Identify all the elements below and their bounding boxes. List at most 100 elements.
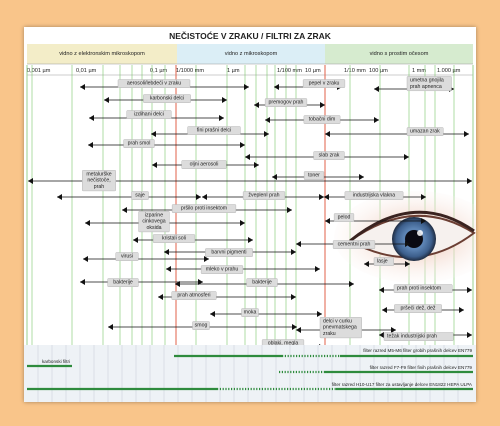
- pollutant-label: mleko v prahu: [206, 267, 239, 273]
- label-box: [264, 98, 308, 107]
- pollutant-range: pršilo proti insektom: [122, 204, 292, 213]
- pollutant-label: toner: [308, 173, 320, 179]
- label-box: [393, 284, 453, 293]
- label-box: [117, 79, 191, 88]
- label-box: [200, 265, 244, 274]
- pollutant-label: prah proti insektom: [397, 286, 441, 292]
- label-box: [373, 257, 394, 266]
- pollutant-label: bakterije: [113, 280, 133, 286]
- particle-size-diagram: NEČISTOĆE V ZRAKU / FILTRI ZA ZRAK vidno…: [24, 30, 476, 402]
- pollutant-range: aerosoli/lebdeči v zraku: [80, 79, 249, 90]
- pollutant-label: prah atmosferi: [177, 293, 210, 299]
- pollutant-range: premogov prah: [254, 98, 325, 108]
- pollutant-range: smog: [108, 321, 297, 330]
- pollutant-range: težak industrijski prah: [379, 332, 472, 341]
- filter-label: filter razred F7-F9 filter finih prašnih…: [370, 365, 473, 370]
- pollutant-label: oblaki, megla: [268, 341, 299, 347]
- pollutant-label: bakterije: [252, 280, 272, 286]
- pollutant-label: aerosoli/lebdeči v zraku: [127, 81, 181, 87]
- zone-band: [325, 44, 473, 64]
- label-box: [241, 308, 259, 317]
- label-box: [152, 234, 196, 243]
- filter-class: filter razred F7-F9 filter finih prašnih…: [279, 365, 473, 374]
- pollutant-label: tobačni dim: [309, 117, 336, 123]
- pollutant-range: karbonski delci: [104, 94, 227, 103]
- label-box: [131, 191, 149, 200]
- pollutant-label: težak industrijski prah: [387, 334, 437, 340]
- label-box: [171, 291, 217, 300]
- scale-tick-label: 100 µm: [369, 68, 388, 74]
- pollutant-range: cementni prah: [296, 240, 410, 249]
- pollutant-range: žveplenI prah: [202, 191, 324, 200]
- pollutant-range: lasje: [364, 257, 410, 267]
- scale-tick-label: 10 µm: [305, 68, 321, 74]
- scale-tick-label: 1 mm: [412, 68, 426, 74]
- pollutant-range: umazan zrak: [325, 127, 469, 137]
- pollutant-label: prah smol: [128, 141, 151, 147]
- label-box: [138, 211, 170, 233]
- pollutant-range: virusi: [83, 252, 209, 262]
- pollutant-range: prah proti insektom: [379, 284, 472, 293]
- pollutant-label: saje: [135, 193, 145, 199]
- pollutant-label: industrijska vlakna: [353, 193, 395, 199]
- diagram-card: NEČISTOĆE V ZRAKU / FILTRI ZA ZRAK vidno…: [24, 27, 476, 402]
- pollutant-range: barvni pigmenti: [164, 248, 296, 257]
- label-box: [181, 160, 227, 169]
- label-box: [82, 170, 116, 192]
- filter-class: filter razred H10-U17 filter za ustavlja…: [27, 382, 473, 391]
- label-box: [242, 191, 286, 200]
- pollutant-range: saje: [57, 191, 201, 200]
- label-box: [406, 76, 452, 92]
- label-box: [406, 127, 444, 136]
- scale-tick-label: 1/1000 mm: [176, 68, 204, 74]
- pollutant-range: pršeči dež, dež: [382, 304, 464, 313]
- filter-label: filter razred H10-U17 filter za ustavlja…: [332, 382, 473, 387]
- pollutant-range: prah smol: [88, 139, 245, 148]
- pollutant-label: umazan zrak: [410, 129, 440, 135]
- pollutant-range: pelod: [325, 213, 426, 224]
- pollutant-label: premogov prah: [269, 100, 304, 106]
- label-box: [246, 278, 278, 287]
- scale-tick-label: 1 µm: [227, 68, 240, 74]
- zone-band: [27, 44, 177, 64]
- eye-picture: [334, 191, 476, 283]
- zone-band: [177, 44, 325, 64]
- pollutant-label: karbonski delci: [150, 96, 184, 102]
- label-box: [302, 79, 346, 88]
- label-box: [143, 94, 191, 103]
- pollutant-label: kristali soli: [162, 236, 186, 242]
- label-box: [333, 213, 355, 222]
- filter-band: [24, 345, 476, 402]
- pollutant-label: virusi: [121, 254, 133, 260]
- pollutant-label: izdihani delci: [134, 112, 164, 118]
- pollutant-range: kristali soli: [133, 234, 253, 243]
- scale-tick-label: 0,001 µm: [27, 68, 51, 74]
- label-box: [107, 278, 139, 287]
- scale-tick-label: 0,01 µm: [76, 68, 97, 74]
- pollutant-range: bakterije: [80, 278, 203, 287]
- pollutant-label: fini prašni delci: [197, 128, 231, 134]
- pollutant-range: mleko v prahu: [166, 265, 320, 274]
- scale-tick-label: 1.000 µm: [437, 68, 461, 74]
- zone-label: vidno s prostim očesom: [370, 51, 429, 57]
- pollutant-label: slab zrak: [319, 153, 340, 159]
- pollutant-range: bakterije: [175, 278, 354, 287]
- filter-class: karbonski filtri: [27, 359, 72, 368]
- scale-tick-label: 0,1 µm: [150, 68, 168, 74]
- label-box: [115, 252, 139, 261]
- label-box: [205, 248, 253, 257]
- zone-label: vidno z mikroskopom: [225, 51, 278, 57]
- label-box: [126, 110, 172, 119]
- pollutant-label: smog: [195, 323, 208, 329]
- pollutant-range: izdihani delci: [89, 110, 224, 121]
- pollutant-label: barvni pigmenti: [211, 250, 246, 256]
- label-box: [383, 332, 454, 341]
- label-box: [123, 139, 155, 148]
- pollutant-label: žveplenI prah: [248, 193, 279, 199]
- label-box: [313, 151, 345, 160]
- pollutant-label: pršeči dež, dež: [401, 306, 436, 312]
